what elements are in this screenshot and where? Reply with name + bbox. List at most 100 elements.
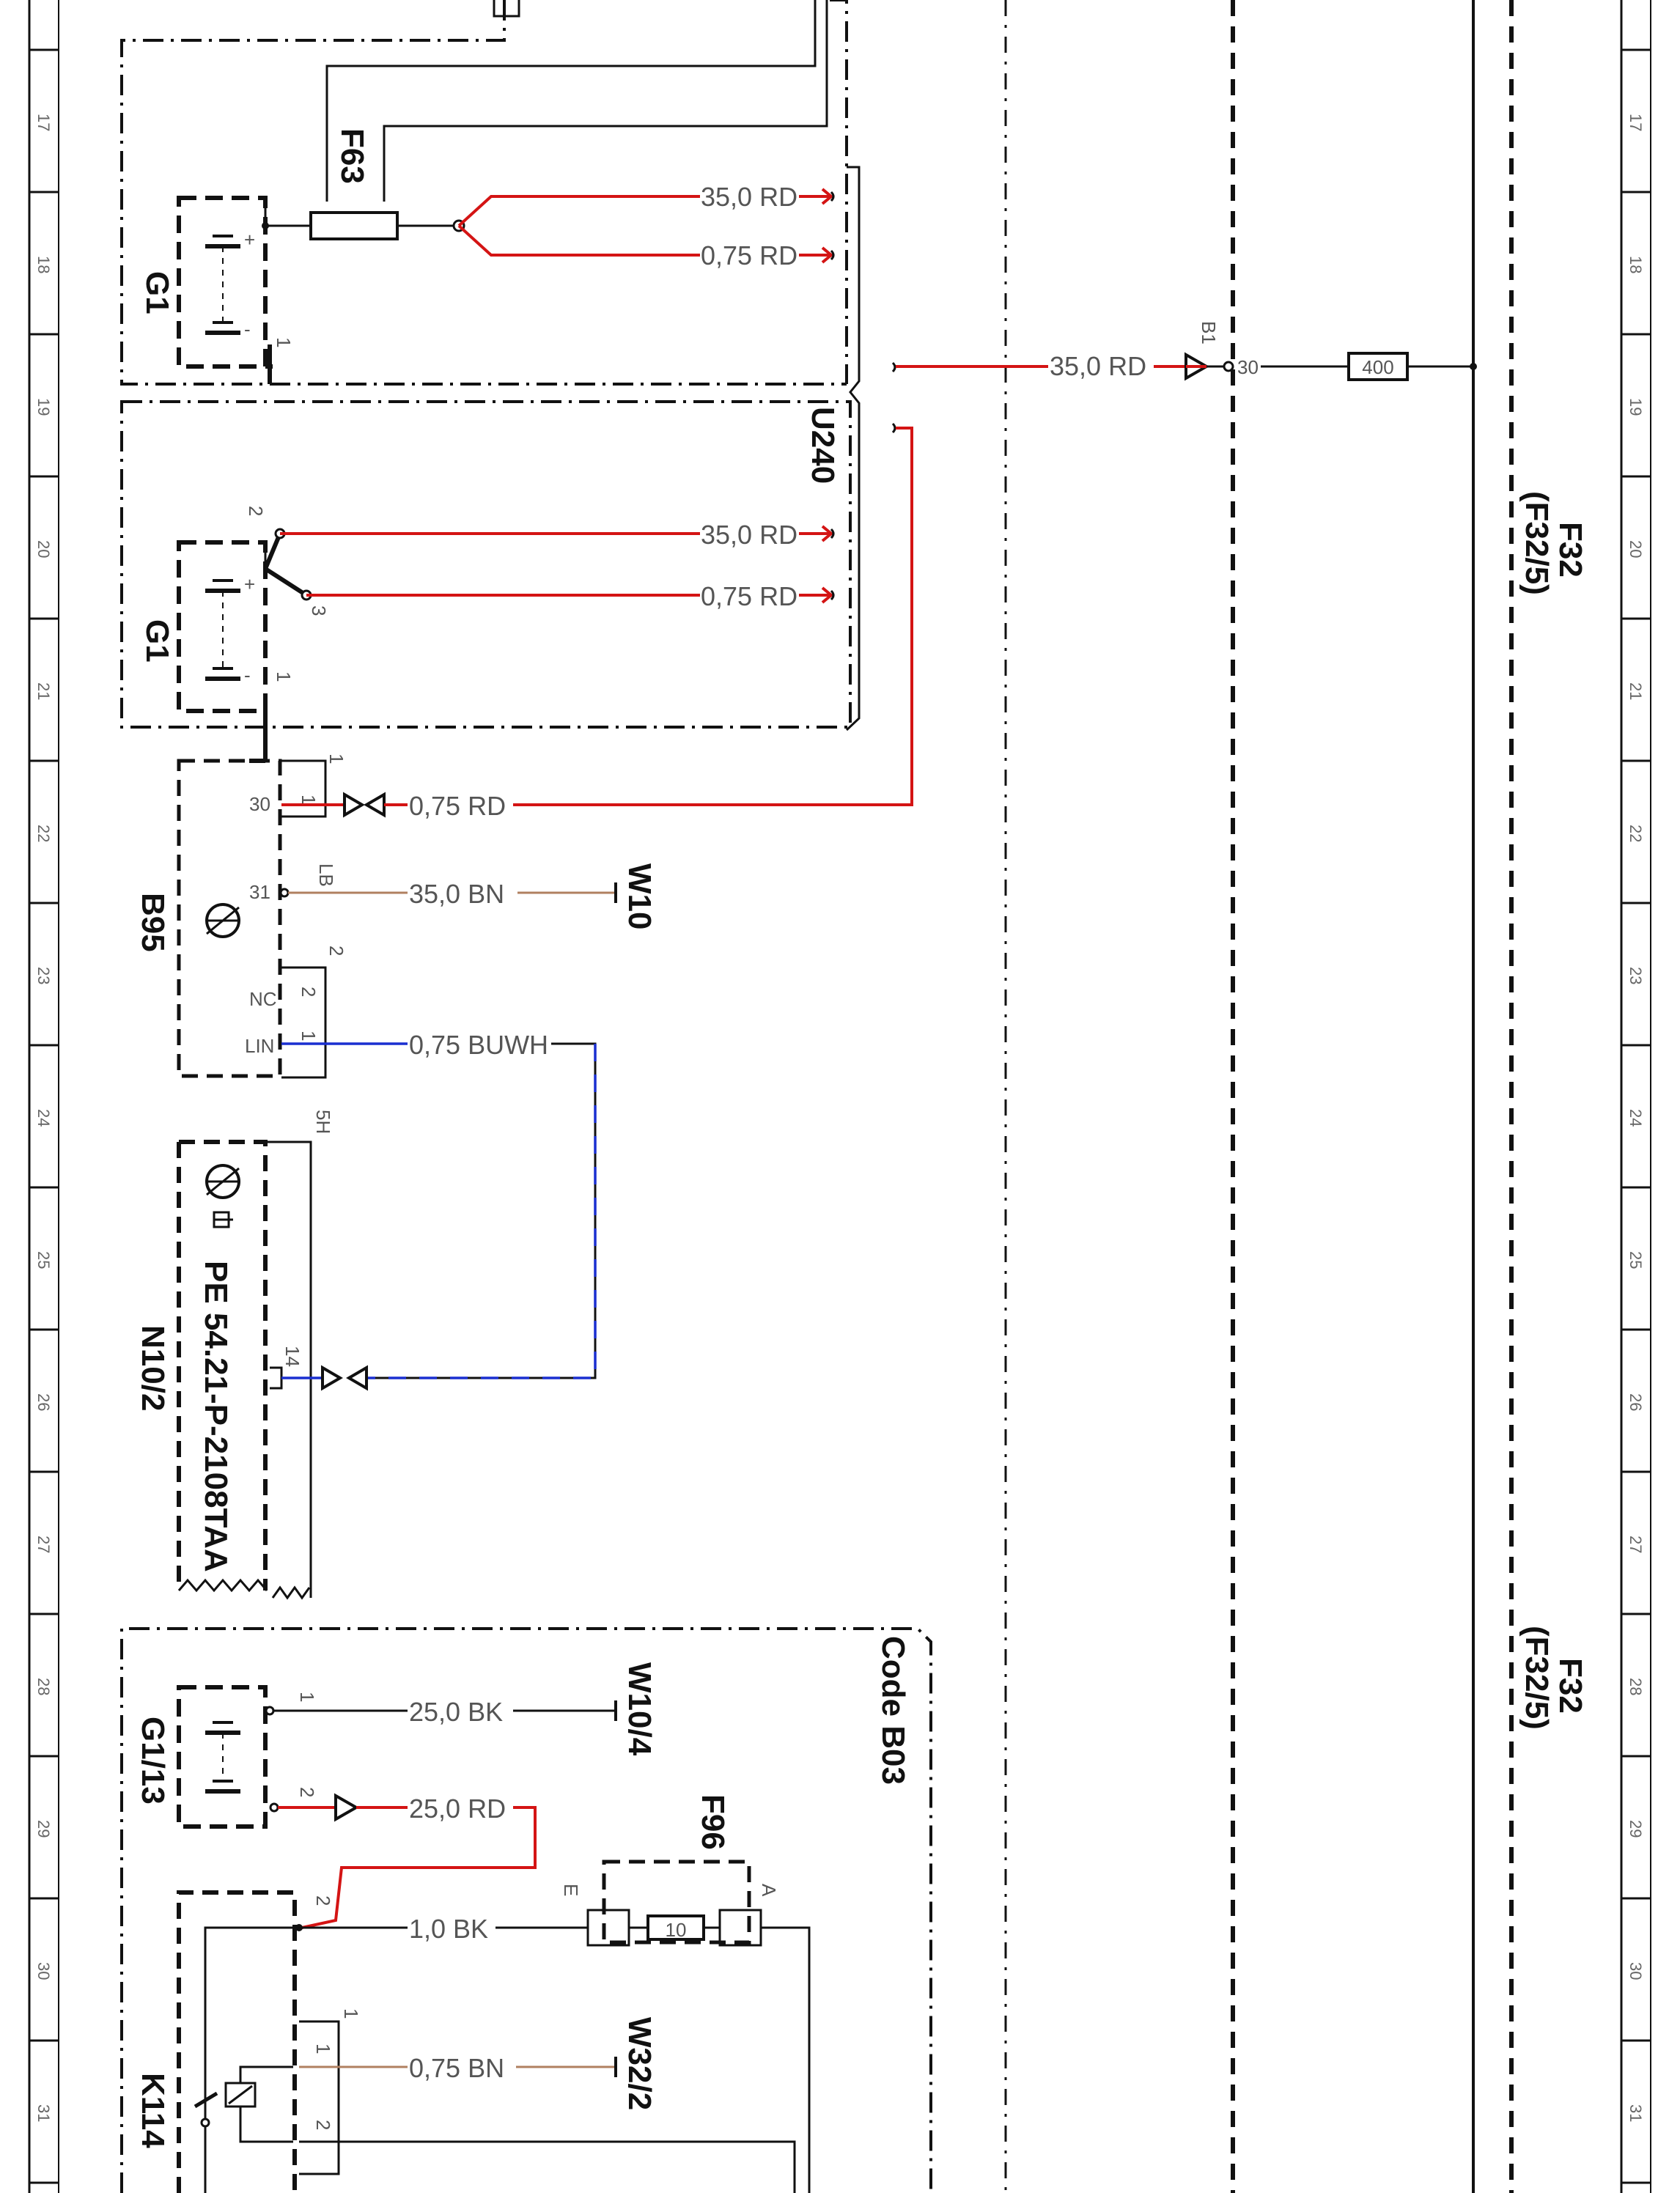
svg-text:1,0 BK: 1,0 BK xyxy=(409,1914,488,1944)
svg-text:2: 2 xyxy=(245,506,267,516)
ruler-number: 25 xyxy=(1626,1251,1645,1269)
svg-text:E: E xyxy=(560,1884,582,1896)
svg-text:0,75 BN: 0,75 BN xyxy=(409,2053,504,2083)
svg-text:1: 1 xyxy=(340,2008,362,2019)
svg-text:F32: F32 xyxy=(1552,522,1588,578)
svg-text:14: 14 xyxy=(281,1346,303,1367)
ruler-number: 19 xyxy=(34,398,53,416)
ruler-number: 29 xyxy=(1626,1820,1645,1838)
u240-group: U240 xyxy=(805,166,896,731)
svg-text:-: - xyxy=(244,664,251,686)
svg-text:5H: 5H xyxy=(312,1110,334,1134)
top-battery-group: F63 + - 1 G1 35,0 RD 0,75 RD xyxy=(120,0,848,386)
ruler-number: 21 xyxy=(1626,682,1645,700)
b95-sensor: B95 30 1 1 0,75 RD 31 LB 35,0 BN W10 2 N… xyxy=(135,427,913,1379)
code-b03-group: Code B03 G1/13 1 25,0 BK W10/4 2 25,0 RD… xyxy=(120,1627,932,2193)
ruler-number: 22 xyxy=(34,825,53,842)
svg-text:30: 30 xyxy=(1237,356,1259,378)
svg-text:2: 2 xyxy=(312,2120,334,2130)
ruler-number: 22 xyxy=(1626,825,1645,842)
right-ruler xyxy=(1620,0,1651,2193)
svg-text:LB: LB xyxy=(315,863,337,887)
svg-text:10: 10 xyxy=(666,1919,687,1941)
svg-text:F32: F32 xyxy=(1552,1658,1588,1714)
svg-text:2: 2 xyxy=(296,1787,318,1797)
svg-text:35,0 BN: 35,0 BN xyxy=(409,879,504,909)
svg-text:35,0 RD: 35,0 RD xyxy=(701,182,797,212)
n10-2-label: N10/2 xyxy=(135,1325,171,1411)
svg-text:30: 30 xyxy=(249,793,270,815)
ruler-number: 29 xyxy=(34,1820,53,1838)
svg-text:400: 400 xyxy=(1362,356,1393,378)
ruler-number: 17 xyxy=(1626,114,1645,131)
svg-text:2: 2 xyxy=(298,987,320,997)
ruler-number: 24 xyxy=(34,1109,53,1127)
f63-fuse xyxy=(309,211,399,240)
ruler-number: 30 xyxy=(34,1962,53,1980)
ruler-number: 20 xyxy=(1626,540,1645,558)
svg-text:(F32/5): (F32/5) xyxy=(1519,1626,1555,1730)
ruler-number: 27 xyxy=(34,1536,53,1553)
svg-text:35,0 RD: 35,0 RD xyxy=(701,520,797,550)
g1-13-label: G1/13 xyxy=(135,1717,171,1805)
left-ruler xyxy=(28,0,59,2193)
svg-text:1: 1 xyxy=(298,795,320,805)
ruler-number: 20 xyxy=(34,540,53,558)
mid-battery-group: 2 3 + - 1 G1 35,0 RD 0,75 RD xyxy=(120,400,852,763)
k114-label: K114 xyxy=(135,2073,171,2148)
svg-text:NC: NC xyxy=(249,988,277,1010)
svg-text:25,0 BK: 25,0 BK xyxy=(409,1697,503,1727)
svg-text:0,75 BUWH: 0,75 BUWH xyxy=(409,1030,548,1060)
ruler-number: 21 xyxy=(34,682,53,700)
ruler-number: 23 xyxy=(34,967,53,984)
svg-text:+: + xyxy=(244,573,255,595)
svg-text:1: 1 xyxy=(273,337,295,347)
ruler-number: 30 xyxy=(1626,1962,1645,1980)
ruler-number: 24 xyxy=(1626,1109,1645,1127)
main-feed: 35,0 RD B1 30 400 xyxy=(896,321,1477,381)
w10-4-label: W10/4 xyxy=(622,1662,657,1756)
svg-text:1: 1 xyxy=(273,671,295,682)
svg-text:25,0 RD: 25,0 RD xyxy=(409,1794,506,1824)
svg-text:31: 31 xyxy=(249,881,270,903)
svg-text:3: 3 xyxy=(308,605,330,616)
ruler-number: 31 xyxy=(1626,2104,1645,2122)
g1-mid-label: G1 xyxy=(139,619,175,663)
ruler-number: 17 xyxy=(34,114,53,131)
ruler-number: 28 xyxy=(1626,1678,1645,1695)
svg-text:1: 1 xyxy=(312,2043,334,2054)
f96-label: F96 xyxy=(695,1794,731,1850)
ruler-number: 27 xyxy=(1626,1536,1645,1553)
ruler-number: 25 xyxy=(34,1251,53,1269)
b95-label: B95 xyxy=(135,893,171,952)
u240-label: U240 xyxy=(805,407,841,484)
svg-text:B1: B1 xyxy=(1198,321,1220,344)
svg-text:1: 1 xyxy=(325,753,347,764)
ruler-number: 28 xyxy=(34,1678,53,1695)
svg-text:(F32/5): (F32/5) xyxy=(1519,491,1555,595)
svg-text:0,75 RD: 0,75 RD xyxy=(409,791,506,821)
ruler-number: 23 xyxy=(1626,967,1645,984)
f63-label: F63 xyxy=(334,128,370,184)
ruler-number: 31 xyxy=(34,2104,53,2122)
svg-text:0,75 RD: 0,75 RD xyxy=(701,581,797,611)
code-b03-label: Code B03 xyxy=(875,1636,911,1785)
ruler-number: 18 xyxy=(1626,256,1645,273)
svg-text:0,75 RD: 0,75 RD xyxy=(701,240,797,270)
w32-2-label: W32/2 xyxy=(622,2017,657,2110)
pe-reference[interactable]: PE 54.21-P-2108TAA xyxy=(198,1261,234,1572)
ruler-number: 26 xyxy=(1626,1393,1645,1411)
n10-2-module: 5H PE 54.21-P-2108TAA N10/2 14 xyxy=(135,1110,368,1600)
g1-top-label: G1 xyxy=(139,271,175,314)
f32-labels: F32 (F32/5) F32 (F32/5) xyxy=(1519,491,1588,1730)
svg-text:LIN: LIN xyxy=(245,1035,274,1057)
svg-text:2: 2 xyxy=(325,946,347,956)
svg-text:2: 2 xyxy=(312,1895,334,1906)
svg-text:1: 1 xyxy=(296,1692,318,1702)
svg-text:+: + xyxy=(244,229,255,251)
ruler-number: 26 xyxy=(34,1393,53,1411)
svg-text:1: 1 xyxy=(298,1031,320,1041)
svg-text:35,0 RD: 35,0 RD xyxy=(1050,351,1146,381)
